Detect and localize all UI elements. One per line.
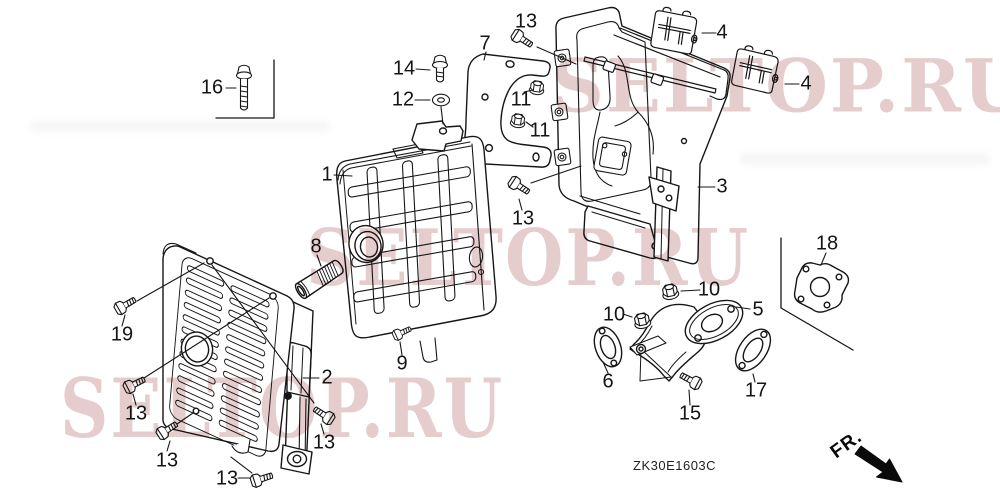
fastener-drawing (112, 27, 704, 489)
part-callout-6: 6 (602, 370, 614, 393)
part-callout-8: 8 (310, 235, 322, 258)
part-callout-11: 11 (529, 119, 551, 142)
muffler-drawing (336, 120, 497, 363)
part-callout-13: 13 (511, 207, 535, 230)
part-callout-10: 10 (602, 303, 626, 326)
part-callout-7: 7 (479, 32, 491, 55)
exhaust-pipe-drawing (629, 299, 744, 382)
part-callout-16: 16 (200, 76, 224, 99)
pipe-drawing (294, 259, 344, 300)
part-callout-9: 9 (396, 352, 408, 375)
part-callout-19: 19 (110, 323, 134, 346)
gasket-drawing (593, 262, 850, 372)
part-callout-3: 3 (716, 175, 728, 198)
part-callout-4: 4 (716, 21, 728, 44)
part-callout-2: 2 (321, 366, 333, 389)
part-callout-13: 13 (215, 467, 239, 490)
part-callout-12: 12 (391, 88, 415, 111)
part-callout-18: 18 (815, 232, 839, 255)
part-callout-13: 13 (514, 10, 538, 33)
scan-artifact (740, 152, 990, 166)
cover-drawing (162, 242, 314, 475)
part-callout-10: 10 (697, 278, 721, 301)
reference-corner-marks (215, 59, 854, 351)
scan-artifact (30, 120, 330, 132)
part-callout-17: 17 (744, 379, 768, 402)
part-callout-13: 13 (124, 402, 148, 425)
part-callout-13: 13 (312, 431, 336, 454)
part-callout-13: 13 (155, 449, 179, 472)
diagram-code-label: ZK30E1603C (633, 458, 717, 473)
leader-lines (121, 32, 827, 479)
muffler-protector-drawing (550, 6, 731, 265)
part-callout-11: 11 (510, 88, 532, 111)
front-direction-arrow-icon (854, 445, 903, 483)
part-callout-5: 5 (752, 298, 764, 321)
part-callout-14: 14 (392, 57, 416, 80)
part-callout-15: 15 (678, 402, 702, 425)
part-callout-4: 4 (800, 72, 812, 95)
part-callout-1: 1 (321, 163, 333, 186)
